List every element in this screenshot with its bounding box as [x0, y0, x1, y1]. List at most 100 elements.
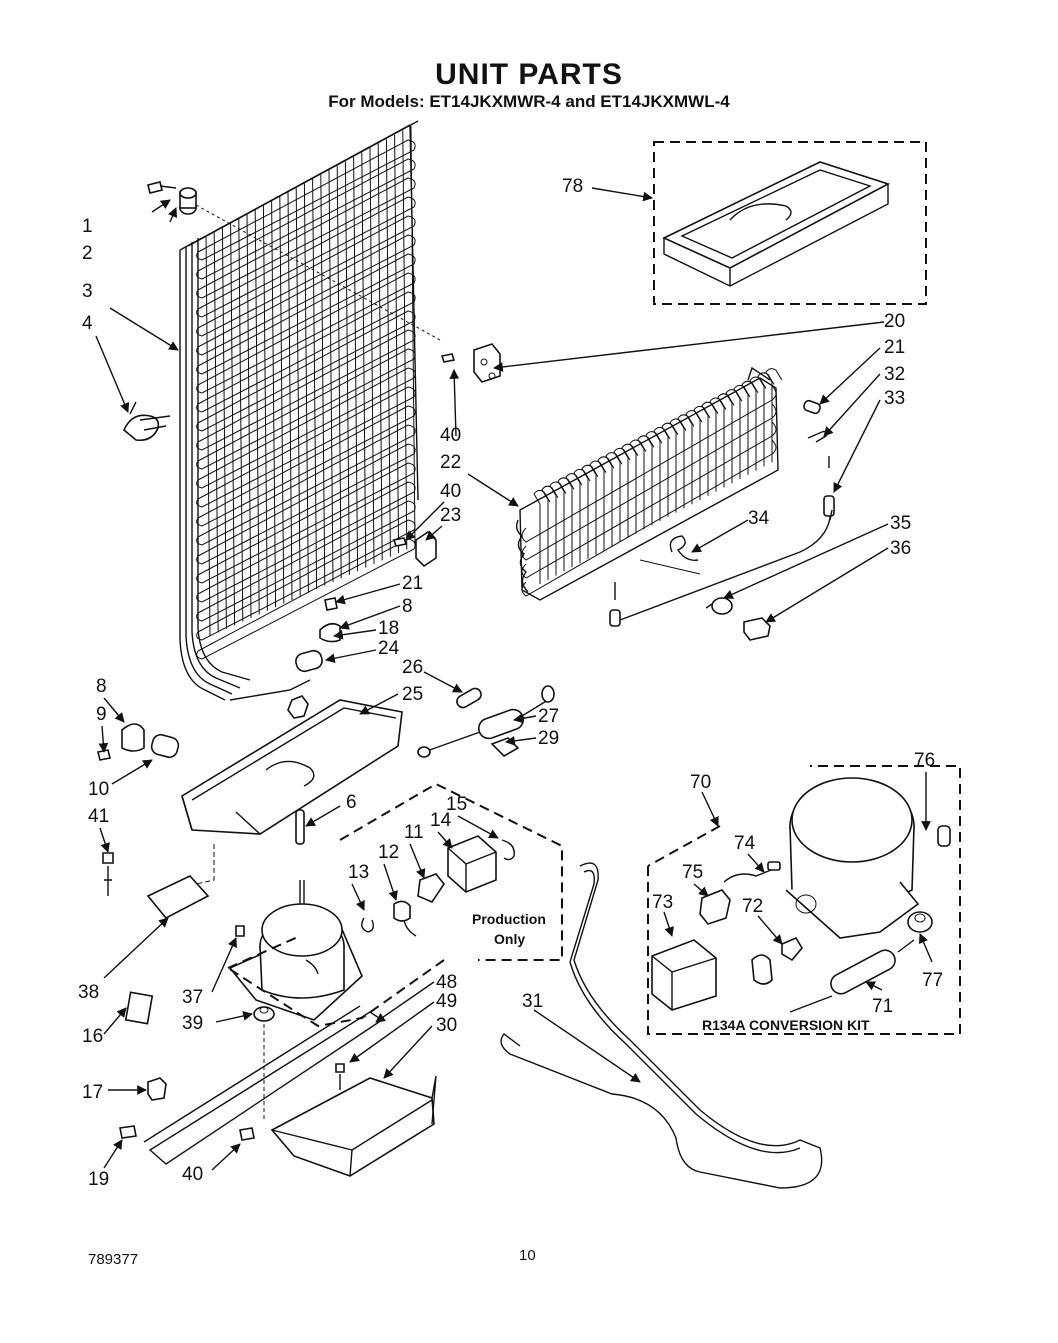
document-code: 789377	[88, 1251, 139, 1268]
screw-19	[119, 1125, 137, 1139]
callout-38: 38	[78, 982, 99, 1003]
callout-21: 21	[884, 337, 905, 358]
callout-33: 33	[884, 388, 905, 409]
tube-34	[669, 535, 699, 561]
compressor	[228, 880, 363, 1021]
tube-26	[456, 687, 482, 709]
callout-2: 2	[82, 243, 93, 264]
callout-41: 41	[88, 806, 109, 827]
callout-70: 70	[690, 772, 711, 793]
callout-14: 14	[430, 810, 452, 831]
leader-arrow	[211, 1143, 241, 1171]
leader-arrow	[819, 347, 881, 405]
callout-35: 35	[890, 513, 911, 534]
leader-arrow	[423, 671, 463, 693]
callout-26: 26	[402, 657, 423, 678]
callout-77: 77	[922, 970, 943, 991]
fitting-24	[287, 695, 309, 719]
capacitor-10	[150, 733, 180, 759]
leader-arrow	[425, 525, 443, 541]
leader-arrow	[215, 1011, 253, 1023]
leader-arrow	[103, 1007, 127, 1035]
callout-75: 75	[682, 862, 703, 883]
leader-arrow	[335, 583, 401, 605]
clamp-4	[123, 401, 171, 442]
leader-arrow	[918, 933, 933, 963]
leader-arrow	[151, 199, 171, 213]
tray-box-outline	[653, 141, 927, 305]
callout-49: 49	[436, 991, 457, 1012]
callout-27: 27	[538, 706, 559, 727]
overload-12	[393, 900, 417, 937]
leader-arrow	[333, 629, 377, 640]
tube-76	[937, 825, 951, 847]
clamp-8	[319, 622, 341, 643]
callout-74: 74	[734, 833, 756, 854]
callout-13: 13	[348, 862, 369, 883]
leader-arrow	[109, 307, 179, 351]
relay-14	[447, 835, 497, 893]
callout-16: 16	[82, 1026, 103, 1047]
leader-arrow	[865, 981, 883, 991]
leader-arrow	[349, 1001, 435, 1063]
leader-arrow	[351, 883, 365, 911]
leader-arrow	[823, 373, 881, 437]
callout-34: 34	[748, 508, 770, 529]
callout-24: 24	[378, 638, 400, 659]
production-only-outline	[227, 782, 563, 1028]
callout-12: 12	[378, 842, 399, 863]
callout-37: 37	[182, 987, 203, 1008]
callout-8: 8	[96, 676, 107, 697]
callout-48: 48	[436, 972, 457, 993]
overload-72	[751, 936, 803, 985]
callout-19: 19	[88, 1169, 109, 1190]
fitting-evap	[609, 582, 621, 627]
tray-78	[662, 161, 891, 287]
leader-arrow	[437, 831, 453, 849]
callout-3: 3	[82, 281, 93, 302]
part-13	[361, 917, 375, 933]
production-note-2: Only	[494, 931, 525, 947]
leader-arrow	[701, 791, 719, 827]
leader-arrow	[493, 321, 885, 372]
callout-4: 4	[82, 313, 93, 334]
bracket-30	[270, 1075, 437, 1177]
callout-40: 40	[440, 481, 461, 502]
wire-74	[723, 861, 781, 883]
grommet-39	[253, 1006, 275, 1022]
callout-11: 11	[404, 822, 424, 843]
production-note: Production	[472, 911, 546, 927]
kit-label: R134A CONVERSION KIT	[702, 1017, 870, 1033]
leader-arrow	[99, 827, 110, 853]
leader-arrow	[103, 697, 125, 723]
screw-49	[335, 1063, 345, 1090]
accumulator-33	[619, 456, 835, 621]
leader-arrow	[723, 523, 889, 599]
label-38	[146, 844, 215, 920]
connector-16	[124, 991, 154, 1025]
leader-arrow	[103, 917, 169, 979]
drain-pan-25	[181, 699, 403, 835]
leader-arrow	[449, 369, 460, 437]
callout-73: 73	[652, 892, 673, 913]
leader-arrow	[409, 843, 426, 879]
leader-arrow	[98, 725, 109, 753]
clip-15	[501, 839, 515, 861]
leader-arrow	[757, 915, 783, 945]
model-subtitle: For Models: ET14JKXMWR-4 and ET14JKXMWL-…	[328, 92, 730, 111]
leader-arrow	[457, 815, 499, 839]
callout-39: 39	[182, 1013, 203, 1034]
callout-30: 30	[436, 1015, 457, 1036]
callout-17: 17	[82, 1082, 103, 1103]
callout-25: 25	[402, 684, 423, 705]
callout-21: 21	[402, 573, 423, 594]
leader-arrow	[325, 649, 377, 664]
screw-1	[147, 181, 177, 194]
callout-18: 18	[378, 618, 399, 639]
callout-10: 10	[88, 779, 109, 800]
tube-6	[295, 809, 305, 845]
leader-arrow	[833, 399, 881, 493]
cap-21	[324, 597, 338, 611]
leader-arrow	[375, 981, 435, 1023]
